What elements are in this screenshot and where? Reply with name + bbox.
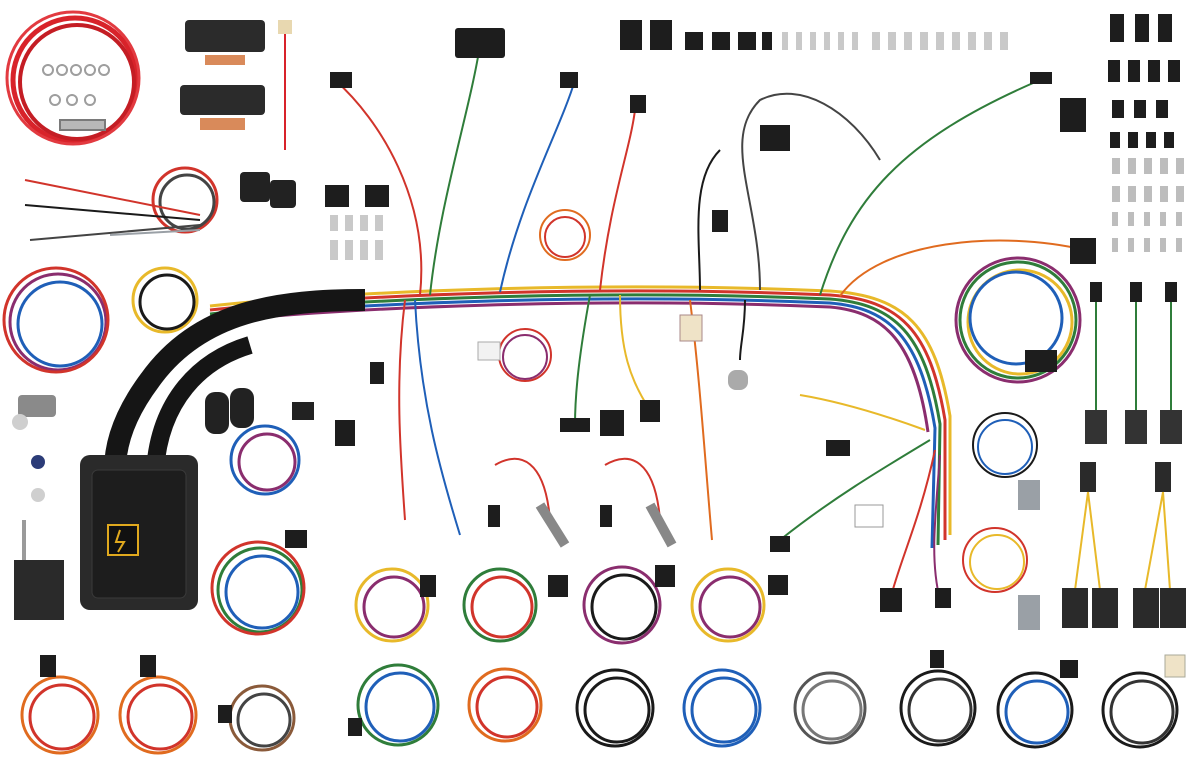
bulb-socket — [728, 370, 748, 390]
headlight-pigtails — [1062, 462, 1186, 628]
terminal-grid-right — [1112, 158, 1184, 252]
connector-strip-top — [620, 20, 772, 50]
battery-cable-coil — [5, 10, 141, 146]
switch-pigtails — [488, 457, 677, 548]
coil-connectors-bottom — [40, 650, 1078, 736]
fuse-holders — [180, 20, 265, 130]
lightning-logo-icon — [107, 524, 139, 556]
white-connector — [854, 504, 884, 528]
relay-sockets — [205, 172, 314, 434]
terminal-block-mid — [330, 215, 383, 260]
bulb-sockets-right — [1085, 282, 1182, 444]
loom-sleeves — [104, 289, 366, 471]
plug-cream — [1164, 654, 1186, 678]
wire-leads-left-top — [24, 179, 201, 241]
main-harness-trunk — [209, 285, 952, 549]
wire-coil-socket — [229, 424, 301, 496]
harness-branches-lower — [398, 294, 941, 601]
white-connector — [477, 341, 501, 361]
left-side-switches — [12, 395, 64, 620]
coil-connectors-middle — [285, 530, 788, 597]
connector-grid-right — [1108, 14, 1180, 148]
wire-coils-row-middle — [210, 540, 766, 645]
bulb-socket — [1018, 595, 1040, 630]
terminal-pins-row — [782, 32, 1008, 50]
connector-small — [365, 185, 389, 207]
bulb-socket — [1018, 480, 1040, 510]
harness-connectors-lower — [335, 362, 951, 612]
connector-small — [325, 185, 349, 207]
control-module — [80, 455, 198, 610]
harness-connectors — [330, 28, 1096, 264]
harness-branches-upper — [334, 44, 1086, 297]
wire-coils-left — [2, 166, 219, 374]
wire-coil-large-right — [954, 256, 1082, 384]
wire-coils-right-small — [962, 412, 1038, 593]
plug-cream — [679, 314, 703, 342]
wire-coils-row-bottom — [20, 663, 1179, 755]
ring-terminal-set — [42, 64, 110, 131]
